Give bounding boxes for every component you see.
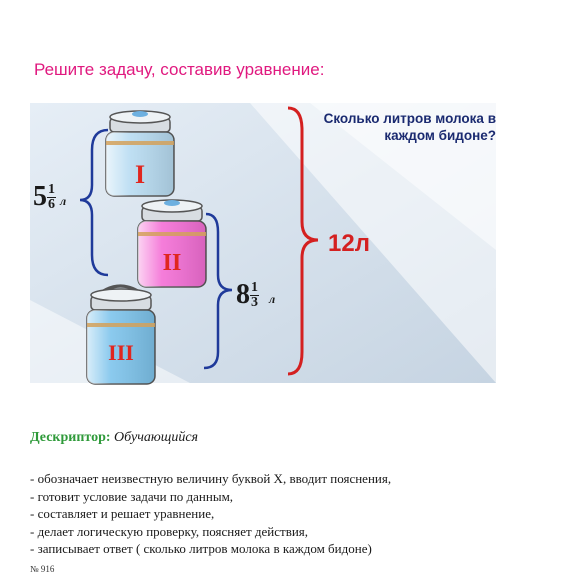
measure-second-numerator: 1 xyxy=(250,280,259,296)
cut-off-text: № 916 xyxy=(30,564,55,574)
descriptor-heading: Дескриптор: Обучающийся xyxy=(30,430,198,446)
milk-can-3: III xyxy=(86,284,156,385)
can-2-label: II xyxy=(163,250,182,276)
criteria-item: - делает логическую проверку, поясняет д… xyxy=(30,523,309,539)
descriptor-subject: Обучающийся xyxy=(114,430,199,445)
task-title: Решите задачу, составив уравнение: xyxy=(34,60,325,79)
criteria-item: - составляет и решает уравнение, xyxy=(30,506,215,521)
measure-second-denominator: 3 xyxy=(251,295,258,310)
criteria-item: - записывает ответ ( сколько литров моло… xyxy=(30,541,372,556)
measure-second-unit: л xyxy=(269,292,276,306)
milk-can-1: I xyxy=(105,110,175,197)
problem-illustration: I II III xyxy=(30,103,496,385)
can-1-label: I xyxy=(135,160,145,189)
measure-second-whole: 8 xyxy=(236,279,250,310)
criteria-item: - готовит условие задачи по данным, xyxy=(30,488,234,504)
total-volume: 12л xyxy=(328,230,370,257)
measure-first-numerator: 1 xyxy=(47,182,56,198)
brace-total xyxy=(287,106,319,376)
measure-first-whole: 5 xyxy=(33,181,47,212)
question-text: Сколько литров молока в каждом бидоне? xyxy=(323,111,496,143)
brace-first-third xyxy=(79,128,109,277)
criteria-list: - обозначает неизвестную величину буквой… xyxy=(30,470,391,558)
measure-first-unit: л xyxy=(60,194,67,208)
criteria-item: - обозначает неизвестную величину буквой… xyxy=(30,471,392,486)
descriptor-label: Дескриптор: xyxy=(30,430,111,445)
milk-can-2: II xyxy=(137,199,207,288)
measure-first-denominator: 6 xyxy=(48,197,55,212)
brace-second-third xyxy=(203,212,233,370)
can-3-label: III xyxy=(108,340,134,365)
